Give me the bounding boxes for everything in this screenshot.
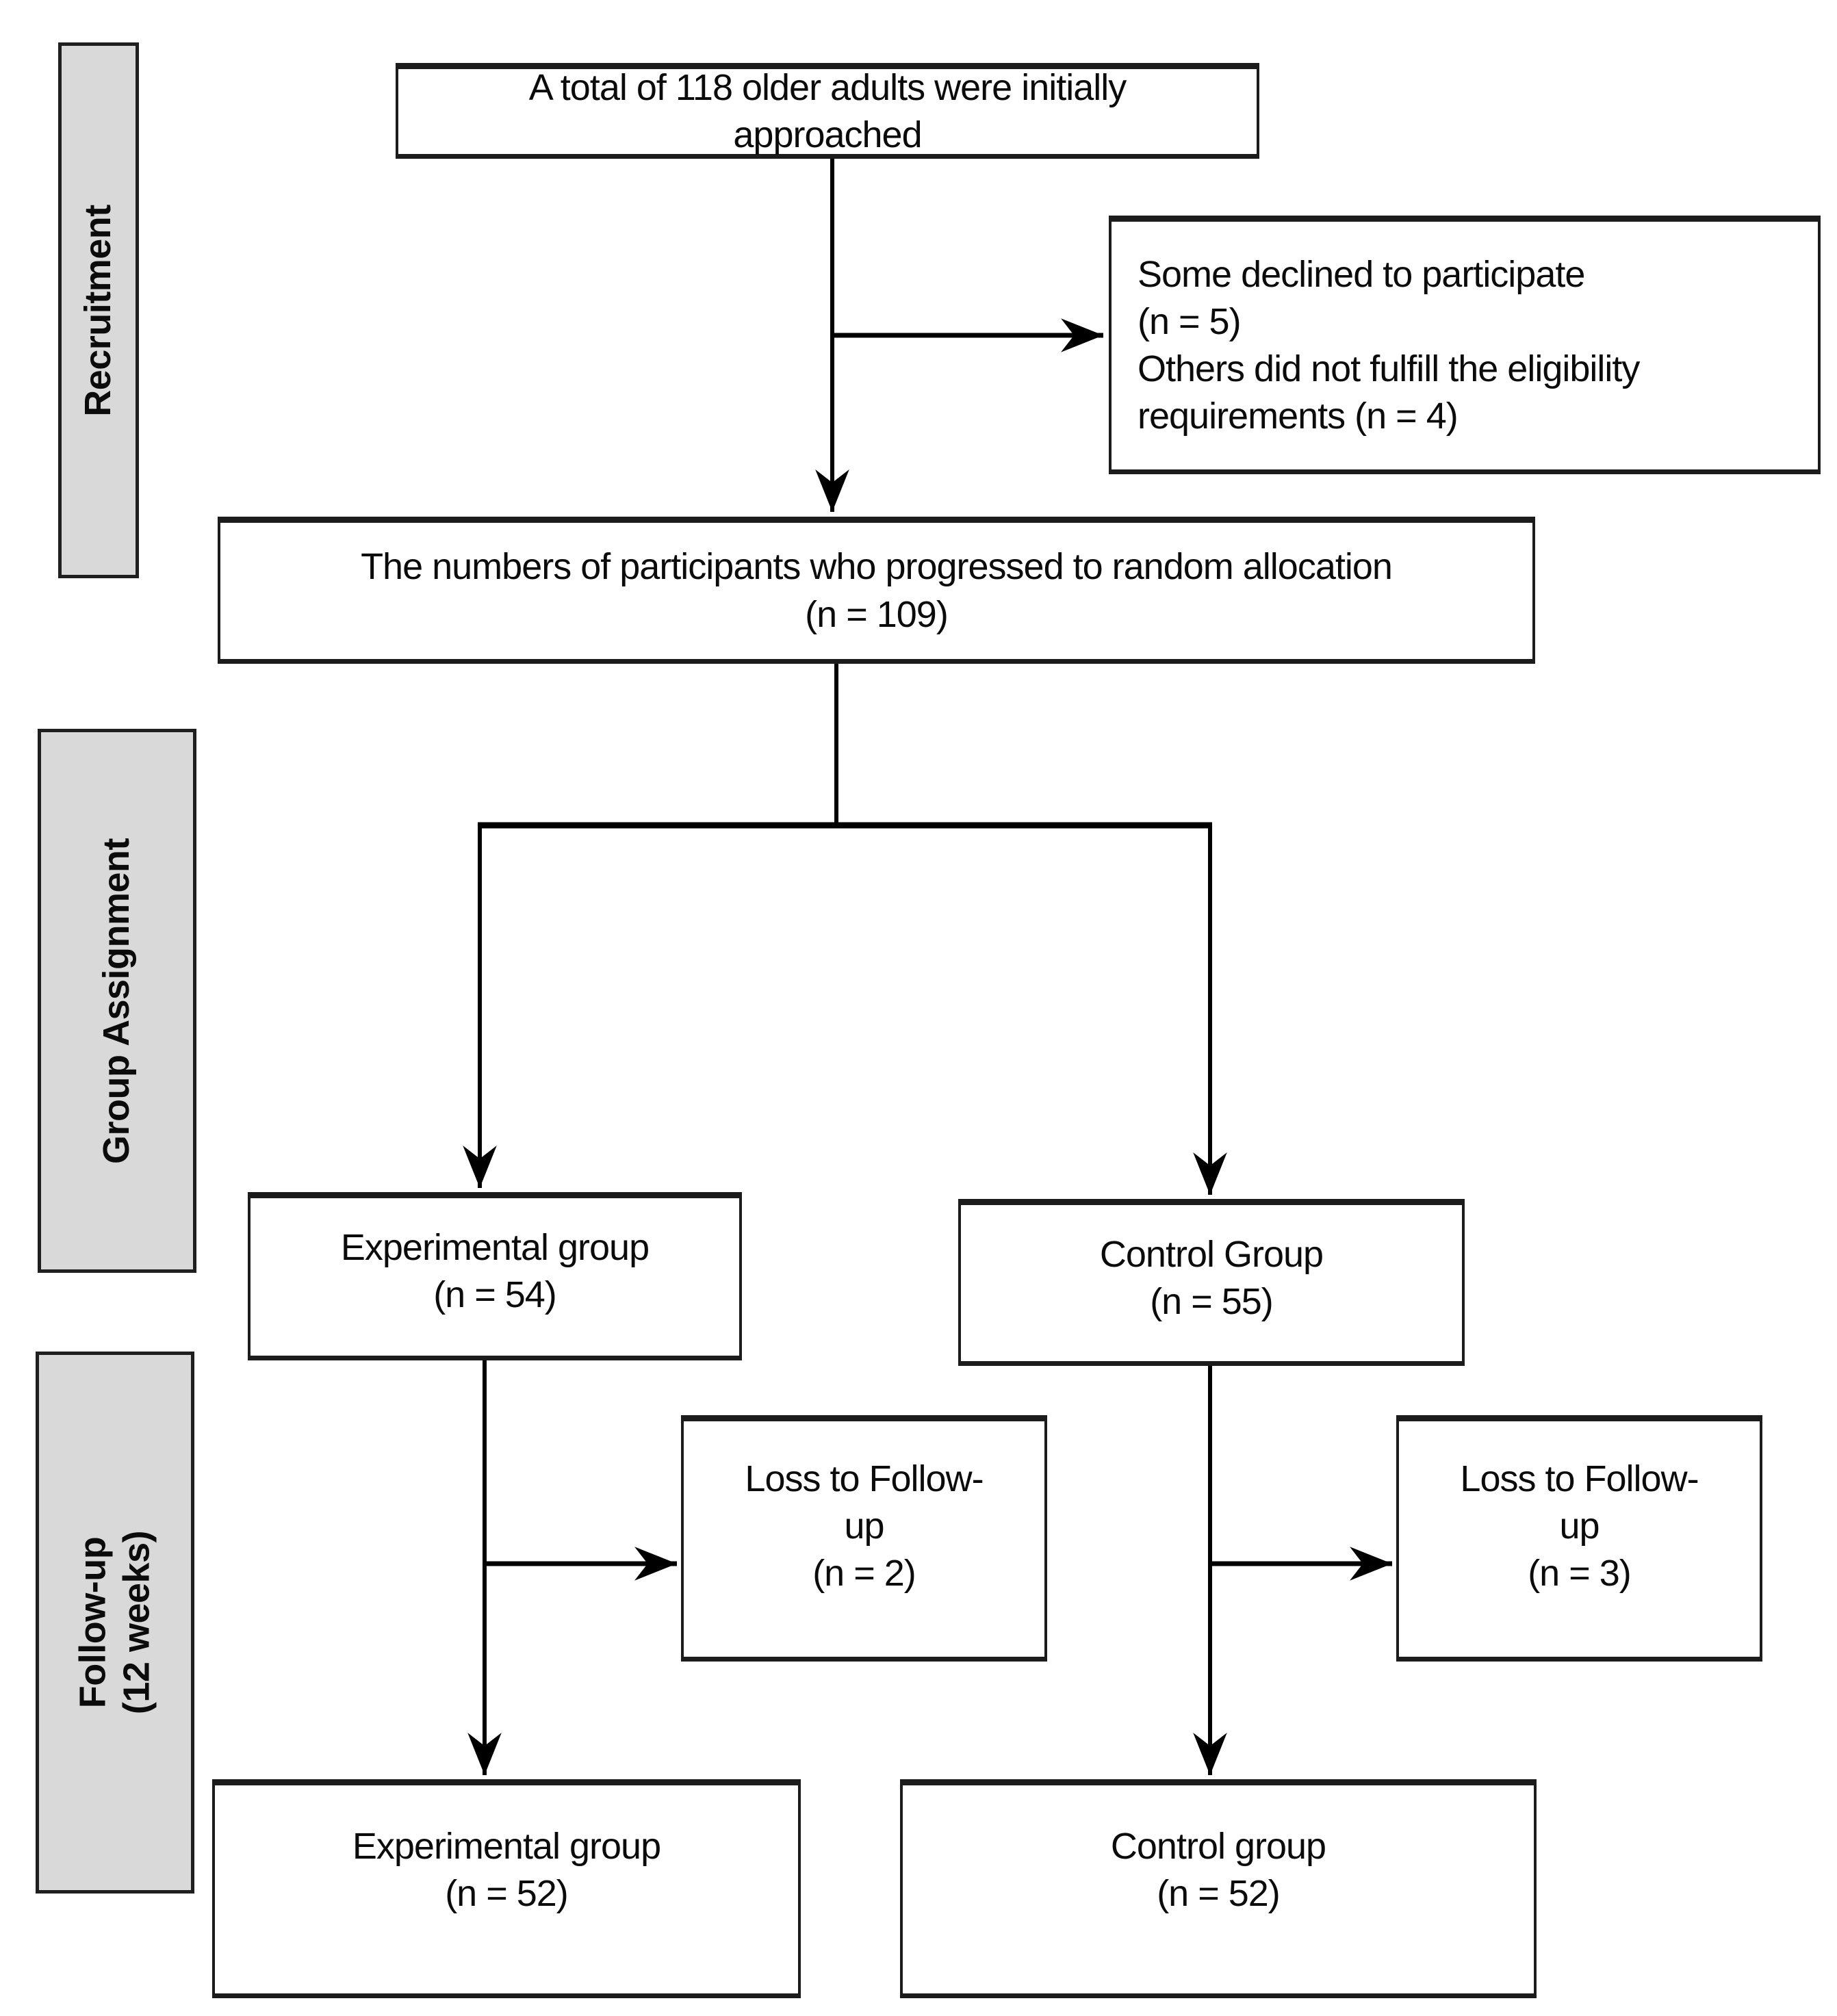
stage-line: Recruitment <box>77 204 119 417</box>
box-loss-to-follow-up-experimental: Loss to Follow- up (n = 2) <box>681 1415 1047 1662</box>
stage-label-follow-up: Follow-up (12 weeks) <box>36 1352 194 1894</box>
box-line: The numbers of participants who progress… <box>361 546 1393 588</box>
box-line: Experimental group <box>352 1826 661 1867</box>
box-line: (n = 109) <box>805 593 949 635</box>
box-line: (n = 52) <box>445 1873 569 1915</box>
box-line: approached <box>733 114 922 155</box>
box-control-group-final: Control group (n = 52) <box>900 1779 1537 1998</box>
box-line: up <box>844 1505 884 1547</box>
box-line: (n = 55) <box>1150 1281 1274 1323</box>
stage-label-group-assignment: Group Assignment <box>38 729 196 1273</box>
box-experimental-group: Experimental group (n = 54) <box>248 1192 742 1360</box>
box-line: A total of 118 older adults were initial… <box>528 66 1127 108</box>
stage-label-recruitment: Recruitment <box>58 42 139 578</box>
box-control-group: Control Group (n = 55) <box>958 1199 1465 1366</box>
box-experimental-group-final: Experimental group (n = 52) <box>212 1779 801 1998</box>
box-declined-ineligible: Some declined to participate (n = 5) Oth… <box>1109 216 1821 474</box>
box-line: Some declined to participate <box>1138 253 1585 295</box>
box-random-allocation: The numbers of participants who progress… <box>218 517 1535 664</box>
stage-line: Follow-up <box>72 1536 114 1709</box>
box-line: Others did not fulfill the eligibility <box>1138 348 1640 389</box>
box-loss-to-follow-up-control: Loss to Follow- up (n = 3) <box>1396 1415 1762 1662</box>
stage-label-recruitment-text: Recruitment <box>77 205 120 417</box>
stage-label-group-assignment-text: Group Assignment <box>95 838 139 1163</box>
box-line: (n = 2) <box>812 1553 916 1594</box>
stage-label-follow-up-text: Follow-up (12 weeks) <box>71 1531 158 1714</box>
stage-line: Group Assignment <box>96 838 138 1164</box>
box-line: Loss to Follow- <box>1460 1458 1699 1499</box>
box-line: Loss to Follow- <box>745 1458 984 1499</box>
box-initially-approached: A total of 118 older adults were initial… <box>396 63 1259 159</box>
box-line: requirements (n = 4) <box>1138 396 1459 437</box>
box-line: (n = 5) <box>1138 300 1242 342</box>
stage-line: (12 weeks) <box>116 1530 157 1715</box>
box-line: Experimental group <box>340 1227 650 1268</box>
box-line: (n = 3) <box>1528 1553 1632 1594</box>
box-line: Control Group <box>1099 1234 1324 1275</box>
box-line: (n = 54) <box>433 1274 557 1316</box>
box-line: Control group <box>1110 1826 1326 1867</box>
box-line: (n = 52) <box>1157 1873 1281 1915</box>
box-line: up <box>1559 1505 1600 1547</box>
